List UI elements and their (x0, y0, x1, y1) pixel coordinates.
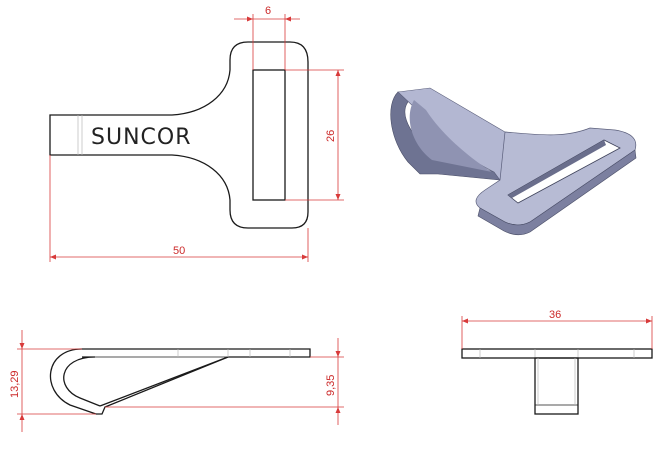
dim-label-overall-length: 50 (173, 245, 185, 257)
side-hook (49, 348, 97, 415)
top-view: 36 (461, 309, 653, 415)
dim-label-slot-length: 26 (325, 130, 337, 142)
iso-slot-wall (508, 140, 606, 198)
isometric-view (390, 87, 637, 236)
top-plate (461, 348, 653, 359)
dim-label-slot-width: 6 (265, 5, 271, 17)
dim-label-overall-width: 36 (549, 309, 561, 321)
slot (252, 69, 286, 201)
dim-slot-width: 6 (234, 5, 300, 70)
front-view: SUNCOR 6 26 50 (49, 5, 344, 262)
front-view-outline (49, 41, 309, 229)
dim-label-hook-offset: 9,35 (325, 375, 337, 396)
iso-plate-side (477, 149, 637, 236)
side-hook-inner (63, 356, 101, 407)
top-hook-stem (534, 357, 579, 415)
dim-slot-length: 26 (285, 69, 344, 201)
dim-hook-offset: 9,35 (105, 338, 344, 425)
side-view: 13,29 9,35 (9, 330, 344, 432)
iso-hook-inner (409, 100, 492, 172)
dim-label-hook-height: 13,29 (9, 370, 21, 398)
iso-hook-side (390, 91, 501, 181)
dim-hook-height: 13,29 (9, 330, 96, 432)
side-diagonal (99, 356, 229, 407)
side-plate (82, 348, 311, 415)
dim-overall-length: 50 (49, 155, 309, 262)
brand-text: SUNCOR (91, 125, 192, 150)
iso-slot (507, 139, 621, 204)
dim-overall-width: 36 (461, 309, 653, 349)
